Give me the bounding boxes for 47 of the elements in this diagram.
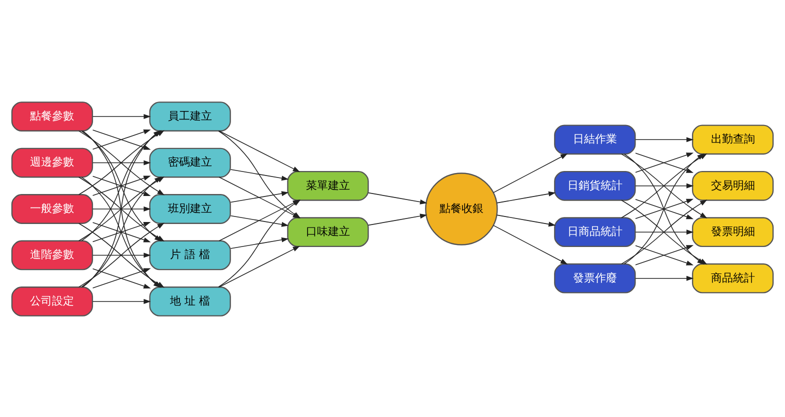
node-box: 進階參數 [11,240,94,270]
node-box: 發票作廢 [554,262,636,293]
arrow [496,214,556,226]
arrow [218,245,300,287]
arrow [493,224,568,264]
node-box: 菜單建立 [287,170,369,200]
node-box: 口味建立 [287,216,369,247]
node-box: 點餐參數 [11,101,94,131]
arrow [92,129,151,150]
arrow [92,298,151,304]
arrow [92,206,151,212]
arrow [230,236,289,248]
arrow [230,190,289,202]
arrow [230,168,289,180]
node-box: 日銷貨統計 [554,170,636,200]
arrow [92,114,151,119]
arrow [92,268,151,288]
node-box: 一般參數 [11,194,94,224]
node-circle: 點餐收銀 [425,172,498,245]
arrow [92,160,151,165]
node-box: 地 址 檔 [149,286,231,316]
node-box: 密碼建立 [149,147,231,178]
node-box: 商品統計 [692,262,774,293]
node-box: 發票明細 [692,216,774,247]
node-box: 日商品統計 [554,216,636,247]
node-box: 班別建立 [149,194,231,224]
arrow [230,214,289,226]
arrow [92,252,151,258]
arrow [368,213,428,226]
node-box: 出勤查詢 [692,124,774,154]
arrow [635,182,694,188]
node-box: 交易明細 [692,170,774,200]
arrow [496,190,556,203]
node-box: 公司設定 [11,286,94,316]
arrow [635,198,694,219]
node-box: 日結作業 [554,124,636,154]
arrow [635,244,694,265]
arrow [368,192,428,204]
arrow [635,136,694,142]
node-box: 週邊參數 [11,147,94,178]
arrow [218,130,300,172]
arrow [635,152,694,172]
node-box: 員工建立 [149,101,231,131]
arrow [635,275,694,280]
arrow [493,153,568,192]
node-box: 片 語 檔 [149,240,231,270]
arrow [635,229,694,234]
